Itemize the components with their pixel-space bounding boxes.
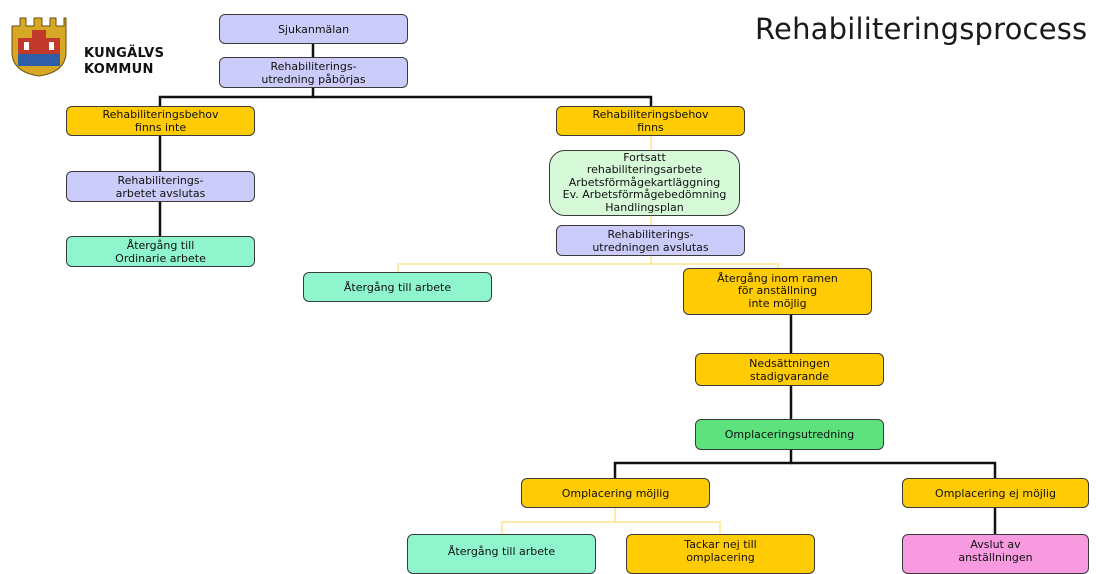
line-to-omplacering-ej bbox=[791, 461, 997, 478]
node-tackar-nej: Tackar nej till omplacering bbox=[626, 534, 815, 574]
node-label-line: Tackar nej till bbox=[684, 538, 757, 551]
line-to-inte-mojlig bbox=[651, 263, 779, 268]
node-label-line: stadigvarande bbox=[749, 369, 830, 383]
node-label-line: Återgång inom ramen bbox=[717, 271, 838, 285]
node-nedsattning-stadigvarande: Nedsättningen stadigvarande bbox=[695, 353, 884, 386]
kungalvs-logo: KUNGÄLVS KOMMUN bbox=[10, 12, 164, 82]
node-label-line: Nedsättningen bbox=[749, 356, 830, 370]
node-label-line: Handlingsplan bbox=[605, 200, 684, 214]
node-label-line: inte möjlig bbox=[748, 296, 807, 310]
line-to-omplacering-mojlig bbox=[613, 450, 793, 478]
node-label-line: utredning påbörjas bbox=[261, 72, 366, 86]
node-label: Omplacering ej möjlig bbox=[935, 486, 1056, 500]
node-label-line: finns bbox=[637, 121, 664, 134]
node-atergang-till-arbete-2: Återgång till arbete bbox=[407, 534, 596, 574]
node-avslut-anstallning: Avslut av anställningen bbox=[902, 534, 1089, 574]
line-to-tackar-nej bbox=[615, 521, 721, 534]
coat-of-arms-icon bbox=[11, 17, 67, 77]
node-omplacering-ej-mojlig: Omplacering ej möjlig bbox=[902, 478, 1089, 508]
node-label: Återgång till arbete bbox=[343, 280, 452, 294]
line-to-atergang-arbete-2 bbox=[501, 508, 616, 534]
node-utredning-paborjas: Rehabiliterings- utredning påbörjas bbox=[219, 57, 408, 88]
node-sjukanmalan: Sjukanmälan bbox=[219, 14, 408, 44]
node-arbetet-avslutas: Rehabiliterings- arbetet avslutas bbox=[66, 171, 255, 202]
node-fortsatt-rehabilitering: Fortsatt rehabiliteringsarbete Arbetsför… bbox=[549, 150, 740, 216]
node-label-line: Fortsatt bbox=[623, 150, 666, 164]
logo-line-2: KOMMUN bbox=[84, 62, 154, 77]
logo-line-1: KUNGÄLVS bbox=[84, 46, 165, 61]
node-label-line: Avslut av bbox=[970, 538, 1021, 551]
node-label-line: Rehabiliteringsbehov bbox=[592, 108, 709, 121]
node-label-line: Återgång till bbox=[126, 238, 195, 252]
node-omplacering-mojlig: Omplacering möjlig bbox=[521, 478, 710, 508]
node-behov-finns: Rehabiliteringsbehov finns bbox=[556, 106, 745, 136]
node-atergang-ordinarie: Återgång till Ordinarie arbete bbox=[66, 236, 255, 267]
node-utredningen-avslutas: Rehabiliterings- utredningen avslutas bbox=[556, 225, 745, 256]
page-title: Rehabiliteringsprocess bbox=[755, 12, 1088, 46]
node-label-line: Ev. Arbetsförmågebedömning bbox=[562, 188, 727, 202]
node-label-line: finns inte bbox=[134, 121, 187, 134]
connector-lines bbox=[158, 44, 997, 534]
node-label-line: Rehabiliteringsbehov bbox=[102, 108, 219, 121]
node-label-line: omplacering bbox=[686, 551, 755, 564]
node-label: Återgång till arbete bbox=[447, 545, 556, 558]
node-label-line: för anställning bbox=[737, 284, 818, 298]
node-label-line: anställningen bbox=[958, 551, 1033, 564]
node-label-line: Rehabiliterings- bbox=[117, 173, 204, 187]
line-to-atergang-arbete bbox=[397, 256, 652, 272]
node-label-line: Arbetsförmågekartläggning bbox=[568, 175, 721, 189]
line-utredning-to-behov-finns bbox=[313, 95, 653, 106]
node-label-line: Ordinarie arbete bbox=[115, 251, 206, 265]
node-label-line: Rehabiliterings- bbox=[607, 227, 694, 241]
node-label-line: arbetet avslutas bbox=[115, 186, 206, 200]
node-label-line: rehabiliteringsarbete bbox=[586, 163, 703, 177]
node-label: Omplaceringsutredning bbox=[724, 428, 855, 441]
logo-wordmark: KUNGÄLVS KOMMUN bbox=[84, 46, 164, 78]
node-label-line: utredningen avslutas bbox=[592, 240, 709, 254]
node-omplaceringsutredning: Omplaceringsutredning bbox=[695, 419, 884, 450]
node-atergang-inte-mojlig: Återgång inom ramen för anställning inte… bbox=[683, 268, 872, 315]
node-label: Omplacering möjlig bbox=[561, 486, 670, 500]
node-behov-finns-inte: Rehabiliteringsbehov finns inte bbox=[66, 106, 255, 136]
line-utredning-to-behov-inte bbox=[158, 88, 315, 106]
node-label-line: Rehabiliterings- bbox=[270, 59, 357, 73]
node-atergang-till-arbete: Återgång till arbete bbox=[303, 272, 492, 302]
node-label: Sjukanmälan bbox=[277, 22, 350, 36]
